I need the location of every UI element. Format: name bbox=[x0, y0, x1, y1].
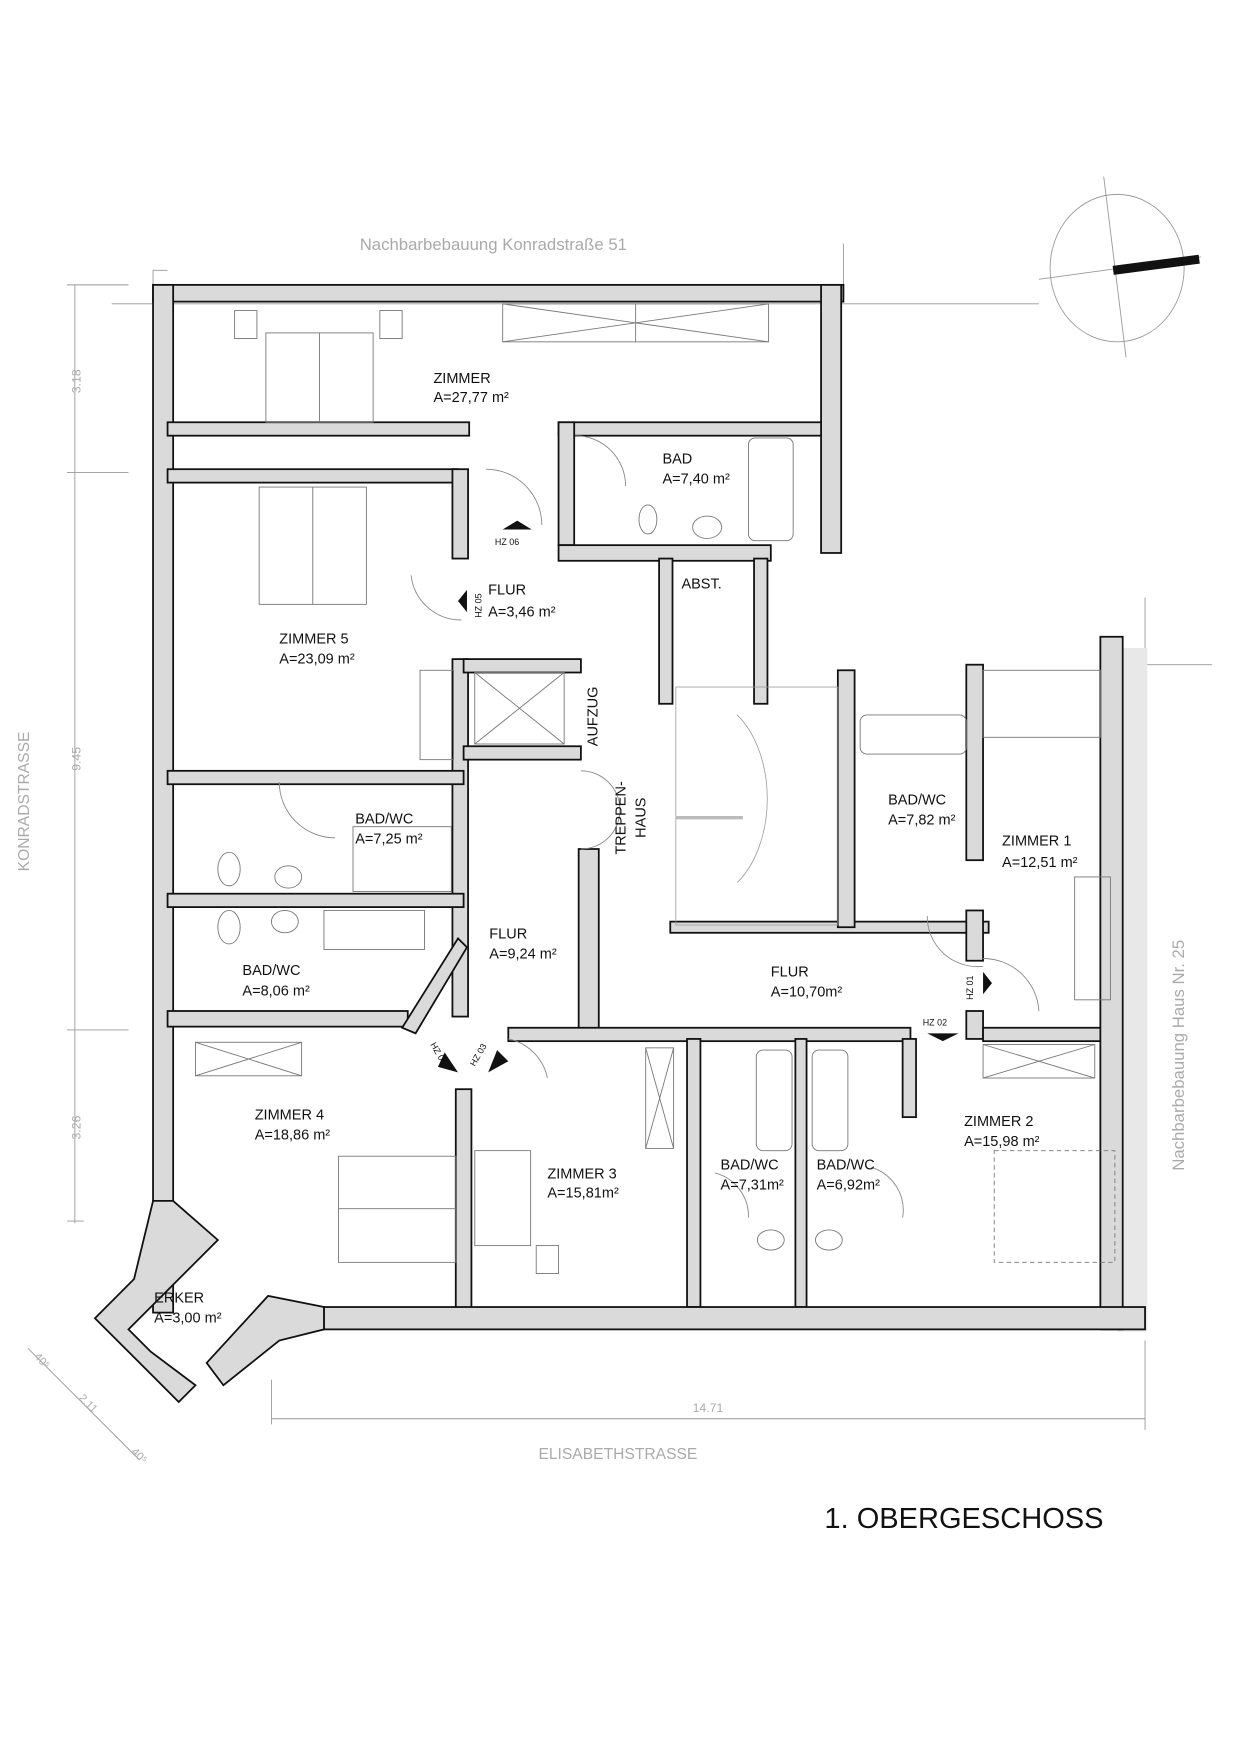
hz-06-label: HZ 06 bbox=[495, 537, 519, 547]
street-left-label: KONRADSTRASSE bbox=[16, 732, 33, 872]
room-area: HAUS bbox=[634, 797, 650, 838]
dimension-label: 40⁵ bbox=[129, 1446, 150, 1467]
walls bbox=[93, 283, 1146, 1404]
dimension-label: 2.11 bbox=[76, 1392, 99, 1415]
hz-05-label: HZ 05 bbox=[473, 593, 483, 617]
room-area: A=7,82 m² bbox=[888, 812, 956, 828]
staircase bbox=[675, 686, 839, 926]
dimension-label: 14.71 bbox=[693, 1401, 724, 1415]
room-name: ABST. bbox=[681, 577, 721, 593]
hz-arrow-icon bbox=[488, 1050, 509, 1073]
room-area: A=12,51 m² bbox=[1002, 855, 1078, 871]
dimension-label: 9.45 bbox=[69, 747, 83, 771]
room-area: A=6,92m² bbox=[817, 1178, 881, 1194]
dimension-label: 3.18 bbox=[69, 369, 83, 393]
neighbor-lines bbox=[111, 243, 1213, 1332]
neighbor-top-label: Nachbarbebauung Konradstraße 51 bbox=[360, 235, 627, 254]
room-name: BAD/WC bbox=[355, 811, 413, 827]
room-name: ZIMMER 3 bbox=[547, 1167, 616, 1183]
room-area: A=7,40 m² bbox=[662, 472, 730, 488]
dimension-label: 40⁵ bbox=[31, 1351, 52, 1372]
room-area: A=23,09 m² bbox=[279, 652, 355, 668]
room-area: A=8,06 m² bbox=[242, 983, 310, 999]
room-area: A=9,24 m² bbox=[489, 946, 557, 962]
street-bottom-label: ELISABETHSTRASSE bbox=[538, 1446, 697, 1463]
dimension-label: 3.26 bbox=[69, 1115, 83, 1139]
room-name: ZIMMER bbox=[433, 371, 490, 387]
north-arrow-icon bbox=[1038, 176, 1201, 358]
room-area: A=15,81m² bbox=[547, 1186, 619, 1202]
hz-02-label: HZ 02 bbox=[923, 1018, 947, 1028]
room-name: ZIMMER 2 bbox=[964, 1114, 1033, 1130]
hz-arrow-icon bbox=[927, 1033, 959, 1042]
room-area: A=3,46 m² bbox=[488, 605, 556, 621]
room-name: ERKER bbox=[154, 1291, 204, 1307]
hz-arrow-icon bbox=[437, 1052, 459, 1073]
room-area: A=15,98 m² bbox=[964, 1134, 1040, 1150]
room-name: BAD/WC bbox=[721, 1158, 779, 1174]
room-name: FLUR bbox=[489, 926, 527, 942]
neighbor-right-label: Nachbarbebauung Haus Nr. 25 bbox=[1169, 940, 1188, 1171]
page-title: 1. OBERGESCHOSS bbox=[824, 1503, 1103, 1535]
room-area: A=7,31m² bbox=[721, 1178, 785, 1194]
hz-arrow-icon bbox=[502, 520, 532, 530]
room-name: ZIMMER 4 bbox=[255, 1107, 324, 1123]
room-area: A=18,86 m² bbox=[255, 1127, 331, 1143]
room-area: A=3,00 m² bbox=[154, 1311, 222, 1327]
hz-arrow-icon bbox=[983, 971, 992, 995]
hz-03-label: HZ 03 bbox=[468, 1042, 489, 1068]
room-area: A=27,77 m² bbox=[433, 390, 509, 406]
room-name: FLUR bbox=[771, 964, 809, 980]
room-area: A=7,25 m² bbox=[355, 831, 423, 847]
doors bbox=[278, 435, 1040, 1218]
fixtures bbox=[195, 303, 1116, 1274]
room-name: ZIMMER 5 bbox=[279, 631, 348, 647]
room-name: TREPPEN- bbox=[614, 781, 630, 855]
room-labels: ZIMMER A=27,77 m² BAD A=7,40 m² FLUR A=3… bbox=[154, 371, 1077, 1326]
room-name: BAD/WC bbox=[242, 963, 300, 979]
hz-01-label: HZ 01 bbox=[965, 975, 975, 999]
room-name: ZIMMER 1 bbox=[1002, 834, 1071, 850]
room-name: BAD bbox=[662, 452, 692, 468]
room-name: BAD/WC bbox=[888, 792, 946, 808]
room-name: FLUR bbox=[488, 582, 526, 598]
room-name: BAD/WC bbox=[817, 1158, 875, 1174]
room-name: AUFZUG bbox=[586, 687, 602, 747]
hz-arrow-icon bbox=[458, 589, 467, 613]
room-area: A=10,70m² bbox=[771, 984, 843, 1000]
hz-04-label: HZ 04 bbox=[428, 1041, 449, 1067]
